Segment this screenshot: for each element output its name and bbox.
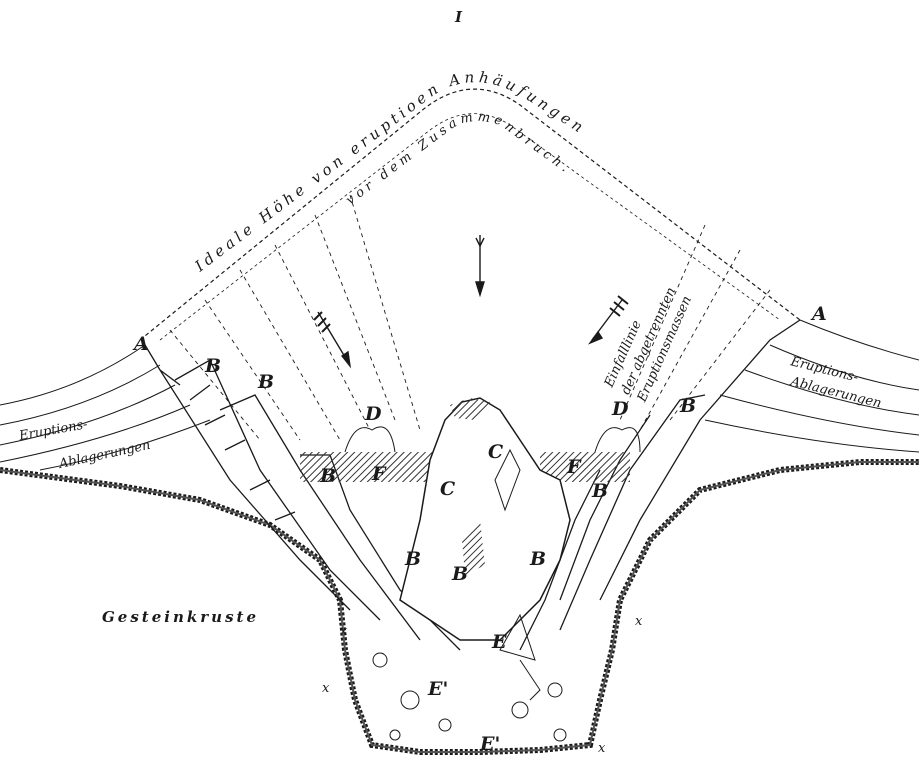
label-B-1: B bbox=[204, 355, 221, 377]
label-C-2: C bbox=[440, 478, 455, 500]
descent-arrow-center bbox=[476, 235, 484, 295]
label-D-right: D bbox=[611, 398, 629, 420]
label-x-4: x bbox=[598, 741, 606, 756]
label-B-6: B bbox=[529, 548, 546, 570]
crust-label: Gesteinkruste bbox=[102, 608, 259, 626]
label-B-3: B bbox=[319, 465, 336, 487]
label-D-left: D bbox=[364, 403, 382, 425]
figure-number: I bbox=[454, 8, 465, 26]
left-layer-caption-2: Ablagerungen bbox=[57, 438, 152, 472]
label-x-2: x bbox=[635, 614, 643, 629]
label-B-7: B bbox=[591, 480, 608, 502]
label-E-2: E' bbox=[427, 678, 448, 700]
central-cone bbox=[400, 398, 570, 640]
fall-line-caption: Einfalllinie der abgetrennten Eruptionsm… bbox=[602, 278, 696, 405]
label-E-1: E bbox=[491, 631, 507, 653]
label-x-3: x bbox=[322, 681, 330, 696]
label-C-1: C bbox=[488, 441, 503, 463]
label-F-right: F bbox=[566, 456, 582, 478]
projection-lines-left bbox=[170, 195, 420, 440]
label-F-left: F bbox=[371, 463, 387, 485]
ideal-height-outline bbox=[140, 89, 800, 340]
vent-left bbox=[345, 427, 395, 452]
label-B-8: B bbox=[679, 395, 696, 417]
label-B-5: B bbox=[451, 563, 468, 585]
label-E-3: E' bbox=[479, 733, 500, 755]
label-x-1: x bbox=[340, 624, 348, 639]
left-layer-caption-1: Eruptions- bbox=[17, 417, 89, 444]
descent-arrow-left bbox=[314, 312, 350, 366]
label-A-right: A bbox=[810, 303, 827, 325]
label-B-2: B bbox=[257, 371, 274, 393]
label-A-left: A bbox=[132, 333, 149, 355]
label-B-4: B bbox=[404, 548, 421, 570]
